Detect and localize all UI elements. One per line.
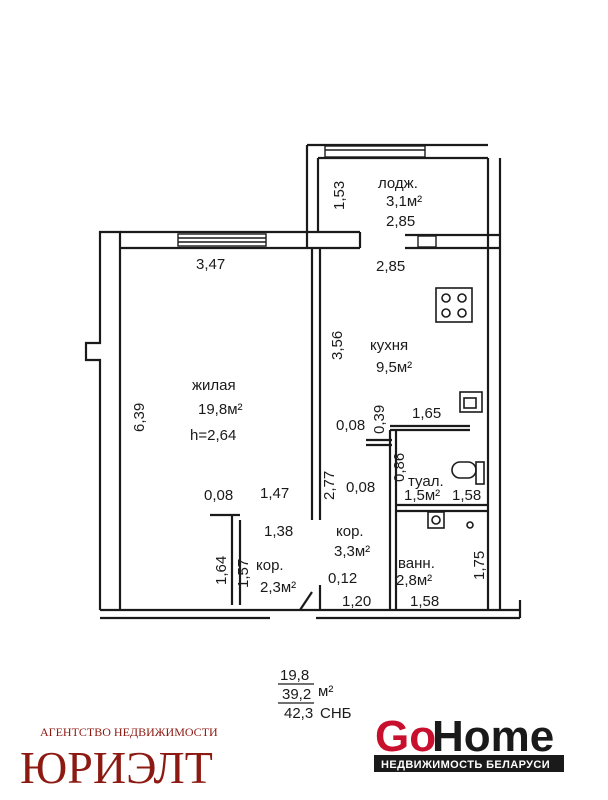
dim-1-75: 1,75 <box>471 551 488 580</box>
dim-loggia-width: 2,85 <box>386 213 415 230</box>
summary-total-unit: СНБ <box>320 705 352 722</box>
bathtub-drain-icon <box>466 521 474 529</box>
walls <box>84 143 522 620</box>
corridor2-name: кор. <box>256 557 284 574</box>
corridor1-area: 3,3м² <box>334 543 370 560</box>
dim-0-39: 0,39 <box>371 405 388 434</box>
room-labels: лодж. 3,1м² кухня 9,5м² жилая 19,8м² h=2… <box>190 175 444 596</box>
agency-tagline: АГЕНТСТВО НЕДВИЖИМОСТИ <box>40 725 218 739</box>
dim-0-08-a: 0,08 <box>336 417 365 434</box>
dim-1-58-a: 1,58 <box>452 487 481 504</box>
gohome-go-text: Go <box>375 712 436 761</box>
summary-total: 42,3 <box>284 705 313 722</box>
area-summary: 19,8 39,2 м² 42,3 СНБ <box>278 667 352 722</box>
dim-1-64: 1,64 <box>213 556 230 585</box>
kitchen-sink-icon <box>459 391 483 413</box>
dim-1-20: 1,20 <box>342 593 371 610</box>
dim-2-77: 2,77 <box>321 471 338 500</box>
dim-1-58-b: 1,58 <box>410 593 439 610</box>
living-name: жилая <box>192 377 236 394</box>
toilet-icon <box>451 461 485 485</box>
bath-area: 2,8м² <box>396 572 432 589</box>
gohome-logo: Go Home НЕДВИЖИМОСТЬ БЕЛАРУСИ <box>374 712 564 772</box>
windows <box>177 145 437 248</box>
agency-name: ЮРИЭЛТ <box>20 742 213 793</box>
gohome-subtitle: НЕДВИЖИМОСТЬ БЕЛАРУСИ <box>381 759 550 771</box>
dim-1-38: 1,38 <box>264 523 293 540</box>
dim-0-08-c: 0,08 <box>204 487 233 504</box>
dim-0-08-b: 0,08 <box>346 479 375 496</box>
dim-0-86: 0,86 <box>391 453 408 482</box>
gohome-subtitle-bar <box>374 755 564 772</box>
dim-1-47: 1,47 <box>260 485 289 502</box>
living-height: h=2,64 <box>190 427 236 444</box>
corridor1-name: кор. <box>336 523 364 540</box>
stove-icon <box>435 287 473 323</box>
toilet-area: 1,5м² <box>404 487 440 504</box>
loggia-area: 3,1м² <box>386 193 422 210</box>
dim-living-width: 3,47 <box>196 256 225 273</box>
washbasin-icon <box>427 511 445 529</box>
dimensions: 3,47 6,39 2,85 3,56 1,53 2,85 0,08 0,39 … <box>131 181 488 610</box>
living-area: 19,8м² <box>198 401 243 418</box>
loggia-name: лодж. <box>378 175 418 192</box>
dim-1-65: 1,65 <box>412 405 441 422</box>
dim-0-12: 0,12 <box>328 570 357 587</box>
fixtures <box>427 287 485 529</box>
gohome-home-text: Home <box>432 712 554 761</box>
dim-1-57: 1,57 <box>235 559 252 588</box>
kitchen-name: кухня <box>370 337 408 354</box>
summary-useful-unit: м² <box>318 683 333 700</box>
agency-logo: АГЕНТСТВО НЕДВИЖИМОСТИ ЮРИЭЛТ <box>20 725 218 793</box>
bath-name: ванн. <box>398 555 435 572</box>
corridor2-area: 2,3м² <box>260 579 296 596</box>
summary-living: 19,8 <box>280 667 309 684</box>
dim-living-length: 6,39 <box>131 403 148 432</box>
dim-kitchen-width: 2,85 <box>376 258 405 275</box>
kitchen-area: 9,5м² <box>376 359 412 376</box>
dim-loggia-depth: 1,53 <box>331 181 348 210</box>
toilet-name: туал. <box>408 473 444 490</box>
summary-useful: 39,2 <box>282 686 311 703</box>
dim-kitchen-length: 3,56 <box>329 331 346 360</box>
